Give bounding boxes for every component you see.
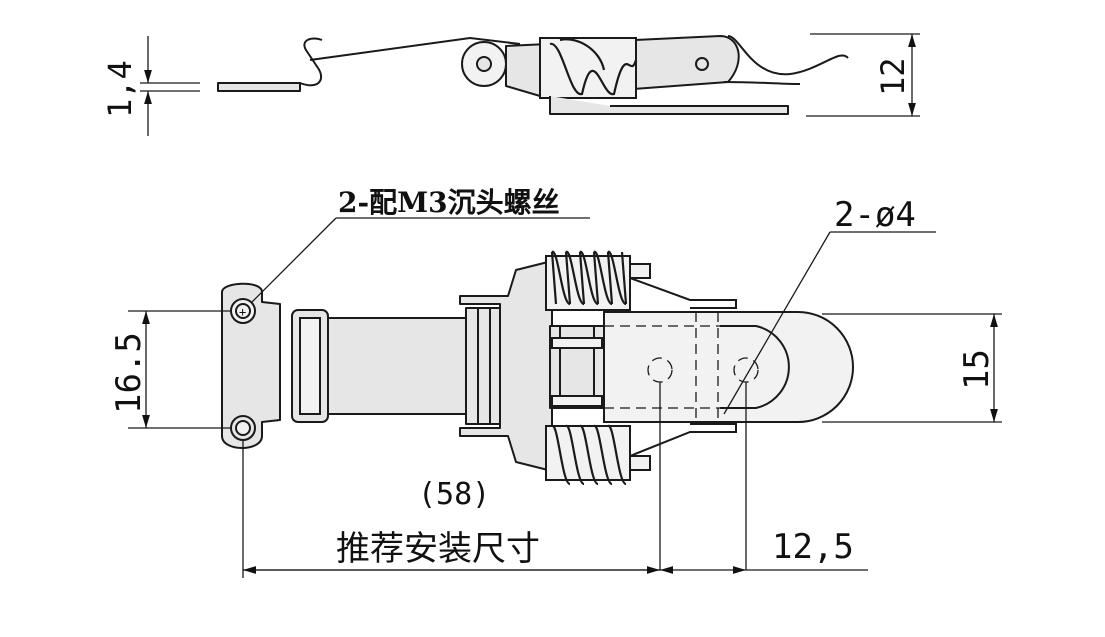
lever-pivot-block [465,307,503,425]
side-base-plate [217,82,301,92]
install-length-label: (58) [418,477,490,512]
side-lever-hole [695,57,709,71]
side-hook [299,37,323,87]
side-spring [549,42,638,96]
lever-frame [459,261,553,471]
hinge-loop-inner [299,317,321,415]
side-wire [309,36,521,61]
screw-leader [251,217,337,303]
dim-height-label: 12 [874,57,912,96]
spring-top [550,251,628,305]
dim-base-width-label: 16.5 [109,332,149,414]
side-spring-loop [559,38,606,71]
side-handle-curve [727,35,849,76]
arm-bottom [629,423,737,457]
plan-view: + [109,186,1002,578]
dim-catch-width-label: 15 [957,349,997,390]
screw-hole-top-inner [235,303,251,319]
hook-block-bar-bottom [551,395,603,407]
dim-thickness-label: 1,4 [101,60,139,118]
base-plate [221,282,281,449]
hole-leader [723,231,831,415]
spring-top-housing [545,255,631,311]
install-text: 推荐安装尺寸 [336,529,540,569]
spring-top-coils [550,250,628,306]
hole-note: 2-ø4 [834,195,916,235]
screw-note: 2-配M3沉头螺丝 [338,186,560,219]
hook-block-bar-top [551,337,603,349]
connecting-bar [327,317,471,415]
side-pivot-inner [476,56,492,72]
dim-catch-offset-label: 12,5 [772,527,854,567]
catch-slot [720,325,790,409]
spring-bottom-end [629,455,651,471]
side-catch-plate [549,96,789,115]
side-view: 1,4 12 [101,33,920,136]
spring-bottom [550,424,628,486]
spring-top-end [629,263,651,279]
arm-top [629,277,737,309]
screw-center-mark: + [239,305,246,319]
catch-plate [603,311,854,423]
side-handle-lower [723,81,801,85]
screw-hole-bottom-inner [235,420,251,436]
